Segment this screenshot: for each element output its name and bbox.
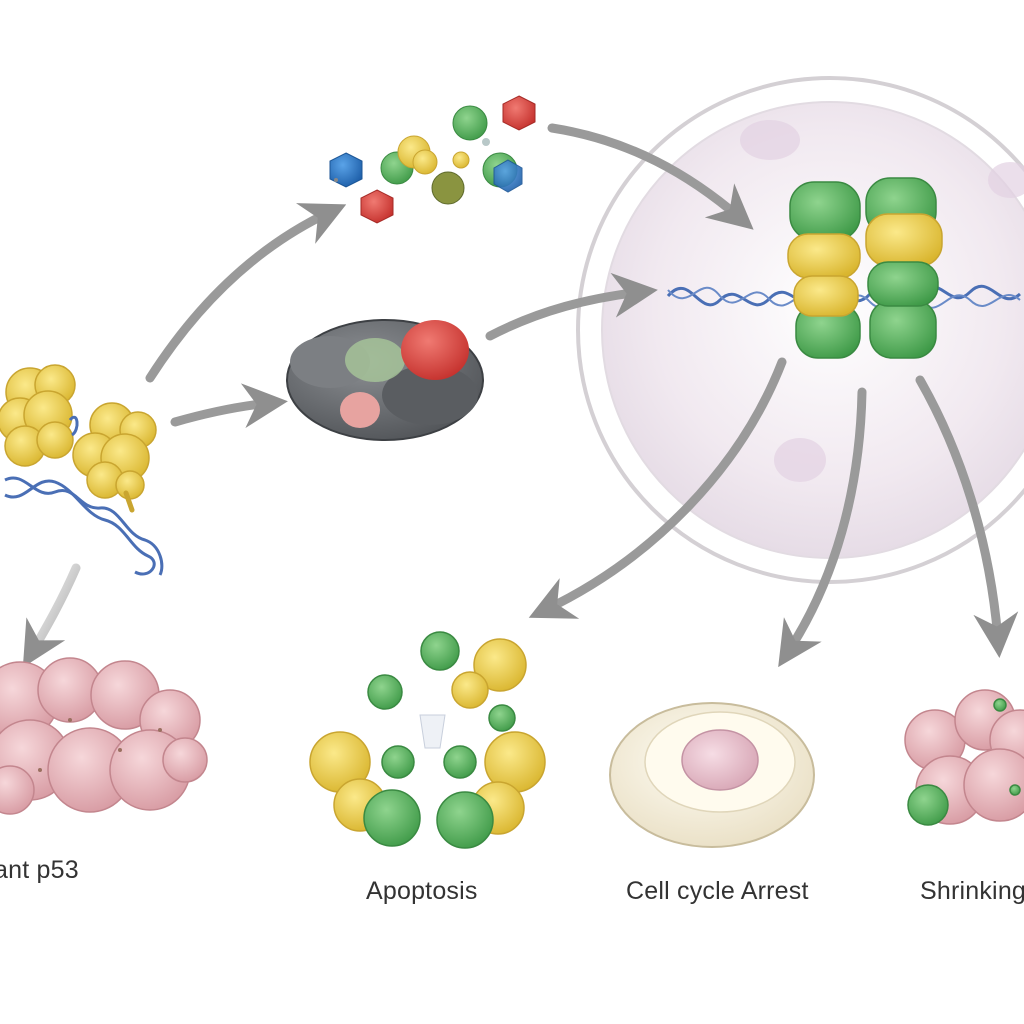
arrow-fragments-to-nucleus — [547, 123, 754, 230]
apoptotic-bodies-icon — [309, 631, 546, 849]
proteasome-icon — [286, 319, 484, 441]
arrested-cell-icon — [609, 702, 815, 848]
arrow-to-tumor — [22, 563, 81, 668]
arrow-to-apoptosis — [528, 357, 787, 619]
shrinking-tumor-icon — [904, 689, 1024, 826]
arrow-to-proteasome — [170, 383, 288, 429]
mutant-p53-protein-icon — [0, 364, 157, 513]
arrow-to-shrinking — [915, 375, 1019, 658]
arrow-proteasome-to-nucleus — [485, 272, 658, 341]
tumor-cluster-icon — [0, 657, 208, 815]
arrow-to-arrest — [778, 387, 867, 668]
label-cell-cycle-arrest: Cell cycle Arrest — [626, 877, 809, 905]
p53-tetramer-icon — [666, 177, 1022, 359]
protein-fragments-icon — [329, 95, 536, 224]
arrow-to-fragments — [145, 203, 347, 383]
label-shrinking: Shrinking — [920, 877, 1024, 905]
pathway-arrows — [22, 123, 1019, 668]
label-apoptosis: Apoptosis — [366, 877, 478, 905]
label-mutant-p53: ant p53 — [0, 856, 79, 884]
dna-helix-icon — [4, 415, 164, 576]
